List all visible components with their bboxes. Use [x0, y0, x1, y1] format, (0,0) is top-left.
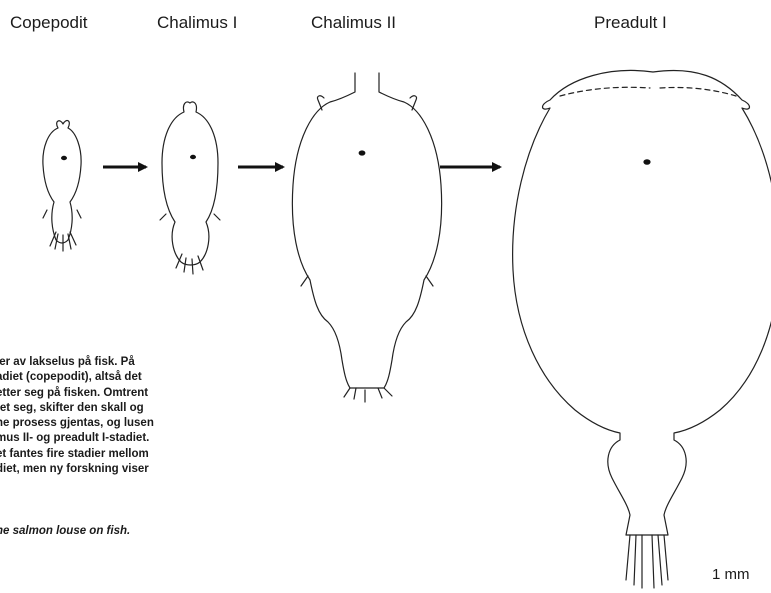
chalimus-2-drawing: [292, 73, 441, 402]
caption-line: ne prosess gjentas, og lusen: [0, 416, 336, 431]
preadult-1-drawing: [513, 70, 771, 588]
caption-line: ier av lakselus på fisk. På: [0, 355, 336, 370]
caption-line: tet seg, skifter den skall og: [0, 401, 336, 416]
caption-line: adiet (copepodit), altså det: [0, 370, 336, 385]
caption-norwegian: ier av lakselus på fisk. På adiet (copep…: [0, 355, 336, 477]
caption-line: etter seg på fisken. Omtrent: [0, 386, 336, 401]
scale-bar-label: 1 mm: [712, 566, 750, 583]
chalimus-1-drawing: [160, 102, 220, 274]
caption-line: diet, men ny forskning viser: [0, 462, 336, 477]
copepodit-drawing: [43, 121, 81, 251]
caption-line: et fantes fire stadier mellom: [0, 447, 336, 462]
caption-english: he salmon louse on fish.: [0, 525, 130, 537]
caption-line: mus II- og preadult I-stadiet.: [0, 431, 336, 446]
